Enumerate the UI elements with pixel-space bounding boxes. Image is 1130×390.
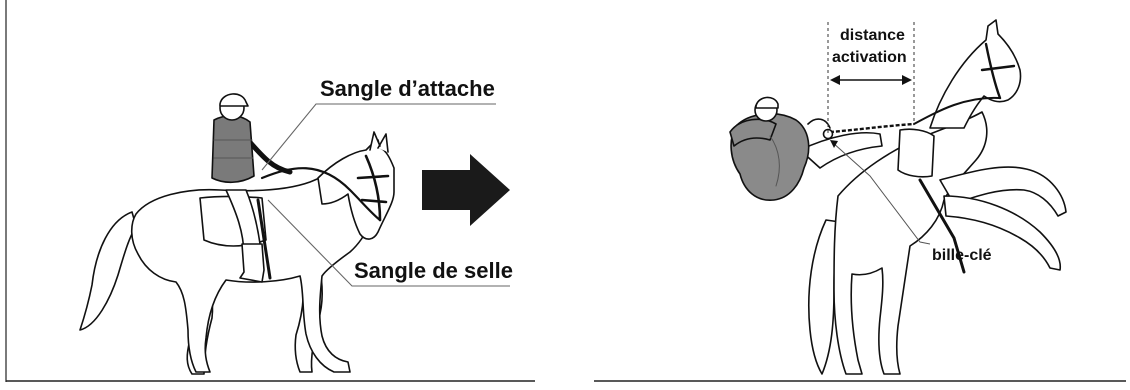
horse-ears <box>369 131 389 153</box>
rider-helmet <box>219 93 249 107</box>
rider <box>211 93 293 283</box>
distance-label-line1: distance <box>840 27 905 44</box>
rearing-horse-foreleg-1 <box>939 166 1067 217</box>
key-ball-label: bille-clé <box>932 247 992 264</box>
horse-bridle <box>356 154 390 222</box>
rider-arm <box>245 137 293 175</box>
falling-rider-helmet <box>755 96 779 109</box>
rearing-horse-reins <box>913 96 1001 125</box>
rearing-saddle <box>897 128 935 178</box>
rearing-horse-neck-head <box>929 19 1022 129</box>
rearing-girth <box>918 178 966 274</box>
airbag-vest <box>211 114 255 184</box>
attach-strap-label: Sangle d’attache <box>320 76 495 101</box>
distance-double-arrow-icon <box>830 75 912 85</box>
saddle-strap-label: Sangle de selle <box>354 258 513 283</box>
distance-label-line2: activation <box>832 49 907 66</box>
rider-boot <box>239 243 265 283</box>
airbag-seam <box>769 135 780 187</box>
rearing-horse-bridle <box>980 42 1016 100</box>
rearing-horse-foreleg-2 <box>943 195 1062 271</box>
airbag-collar <box>729 118 777 147</box>
rearing-horse <box>807 19 1067 375</box>
leader-lines <box>261 103 510 287</box>
horse-tail <box>79 211 137 331</box>
key-ball <box>822 128 834 140</box>
right-arrow-icon <box>422 154 510 226</box>
left-panel: Sangle d’attache Sangle de selle <box>5 0 535 382</box>
attach-strap-leader <box>261 103 496 171</box>
right-panel: distance activation bille-clé <box>594 19 1126 382</box>
tether-strap <box>829 122 915 134</box>
saddle-strap-leader <box>267 199 510 287</box>
rider-hand <box>807 118 831 129</box>
key-ball-leader <box>830 140 931 245</box>
saddle-girth <box>256 198 272 280</box>
